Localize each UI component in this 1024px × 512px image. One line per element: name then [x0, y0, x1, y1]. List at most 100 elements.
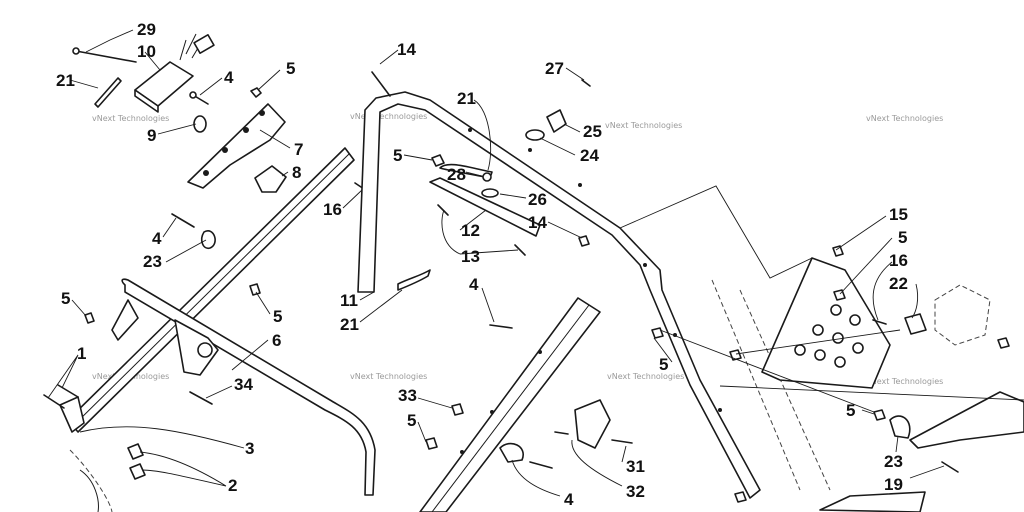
bolt-head — [72, 47, 80, 55]
plate-vent — [852, 342, 864, 354]
nut-5 — [425, 437, 438, 450]
callout-5: 5 — [846, 401, 855, 420]
clamp-23 — [889, 415, 911, 439]
plate-vent — [834, 356, 846, 368]
plate-vent — [832, 332, 844, 344]
callout-29: 29 — [137, 20, 156, 39]
leader-line — [653, 337, 673, 363]
frame-hole — [468, 128, 472, 132]
bracket-hole — [222, 147, 228, 153]
callout-4: 4 — [564, 490, 574, 509]
callout-25: 25 — [583, 122, 602, 141]
callout-31: 31 — [626, 457, 645, 476]
leader-line — [571, 439, 623, 487]
grommet-24 — [525, 129, 545, 141]
leader-line — [911, 283, 919, 319]
callout-16: 16 — [889, 251, 908, 270]
tie-strap-21 — [397, 269, 431, 291]
base-plate — [819, 491, 926, 512]
bolt-14 — [371, 71, 391, 97]
callout-28: 28 — [447, 165, 466, 184]
leader-line — [231, 339, 269, 371]
bolt-4 — [489, 324, 513, 329]
callout-9: 9 — [147, 126, 156, 145]
support-bracket — [909, 391, 1024, 449]
leader-line — [835, 215, 887, 251]
roll-bar-11 — [357, 91, 761, 499]
plate-vent — [812, 324, 824, 336]
relay-8 — [254, 165, 287, 193]
leader-line — [621, 445, 627, 463]
screw-27 — [581, 79, 591, 87]
leader-line — [839, 237, 893, 295]
roll-bar-group — [357, 71, 761, 499]
callout-4: 4 — [469, 275, 479, 294]
nut-5 — [997, 337, 1010, 349]
leader-line — [895, 435, 899, 453]
leader-line — [539, 137, 576, 156]
leader-line — [257, 69, 281, 91]
clamp-23 — [201, 230, 216, 250]
connector-plug — [193, 34, 215, 54]
callout-23: 23 — [884, 452, 903, 471]
callout-5: 5 — [407, 411, 416, 430]
leader-line — [459, 209, 487, 231]
callout-4: 4 — [152, 229, 162, 248]
plate-hole — [197, 342, 213, 358]
callout-14: 14 — [397, 40, 416, 59]
tube-centerline — [72, 153, 350, 427]
bolt-4 — [529, 461, 553, 469]
isolator-22 — [904, 313, 927, 335]
rail-edge — [431, 304, 590, 512]
leader-line — [417, 397, 453, 409]
callout-32: 32 — [626, 482, 645, 501]
screw-31 — [611, 439, 633, 444]
watermark-text: vNext Technologies — [350, 372, 427, 381]
component-outline-dashed — [934, 284, 991, 346]
plate-vent — [814, 349, 826, 361]
nut-5 — [833, 289, 846, 301]
rail-hole — [490, 410, 494, 414]
tie-strap-21 — [94, 77, 122, 108]
clamp-4 — [499, 442, 524, 463]
nut-5 — [431, 154, 445, 167]
callout-16: 16 — [323, 200, 342, 219]
callout-5: 5 — [393, 146, 402, 165]
bolt-29 — [75, 50, 137, 63]
tube-plate — [174, 319, 219, 376]
nut-14 — [578, 235, 590, 247]
leader-line — [47, 354, 79, 399]
leader-line — [85, 29, 134, 53]
side-rail — [419, 297, 601, 512]
bolt-13 — [437, 204, 449, 216]
callout-15: 15 — [889, 205, 908, 224]
callout-1: 1 — [77, 344, 86, 363]
pin — [554, 431, 569, 435]
leader-line — [157, 123, 197, 135]
leader-line — [441, 209, 519, 255]
watermark-text: vNext Technologies — [866, 114, 943, 123]
corner-hardware — [43, 384, 146, 512]
plate-vent — [849, 314, 861, 326]
nut-5 — [250, 87, 262, 98]
leader-line — [565, 67, 585, 81]
leader-line — [205, 385, 233, 399]
callout-33: 33 — [398, 386, 417, 405]
callout-21: 21 — [457, 89, 476, 108]
leader-line — [79, 426, 245, 449]
mounting-bracket-7 — [187, 103, 286, 189]
dashed-panel-edge — [739, 289, 831, 491]
crossbar-group — [59, 147, 377, 496]
callout-11: 11 — [340, 291, 358, 310]
leader-line — [861, 409, 875, 415]
bolt-1 — [57, 384, 79, 398]
nut-5 — [873, 409, 886, 421]
leader-line — [281, 171, 289, 177]
callout-6: 6 — [272, 331, 281, 350]
tube-bracket — [111, 299, 139, 341]
leader-line — [342, 189, 363, 209]
alignment-lines — [619, 185, 1024, 413]
callout-8: 8 — [292, 163, 301, 182]
callout-10: 10 — [137, 42, 156, 61]
